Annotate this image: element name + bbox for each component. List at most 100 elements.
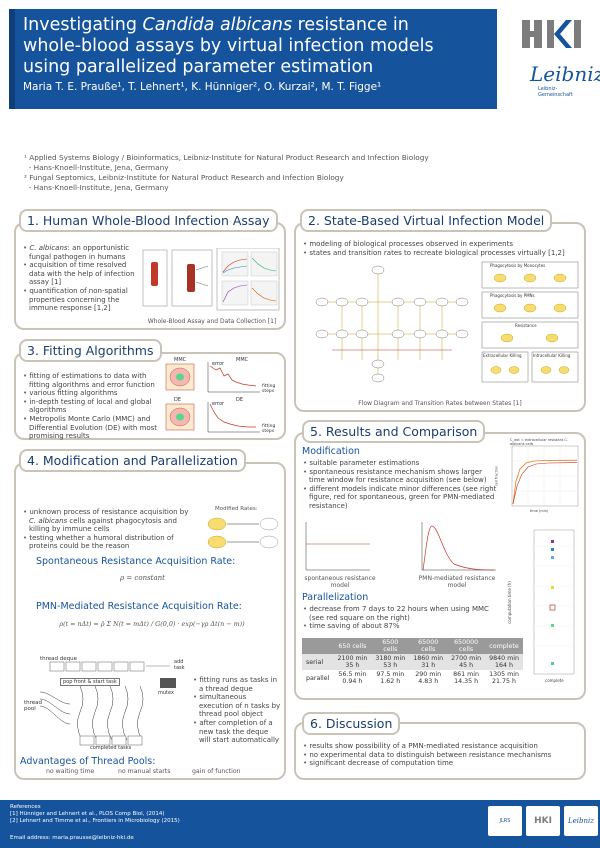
modification-heading: Modification xyxy=(302,446,360,457)
label-de-error: error xyxy=(212,401,225,407)
bullet: results show possibility of a PMN-mediat… xyxy=(302,742,582,751)
thread-deque-label: thread deque xyxy=(40,656,78,662)
title-part: resistance in xyxy=(292,15,409,35)
affiliation-line: - Hans-Knoell-Institute, Jena, Germany xyxy=(24,183,169,192)
whole-blood-assay-figure xyxy=(142,248,280,311)
table-cell: 56.5 min 0.94 h xyxy=(338,671,367,685)
resistance-plot-title: C_ext = extracellular resistant C. albic… xyxy=(510,438,568,446)
bullet: time saving of about 87% xyxy=(302,622,502,631)
header-accent xyxy=(9,9,15,109)
jlrs-logo: JLRS xyxy=(488,806,522,836)
advantage-2: no manual starts xyxy=(118,768,171,775)
section-5-title: 5. Results and Comparison xyxy=(302,420,486,443)
label-mmc: MMC xyxy=(174,357,187,363)
pmn-rate-heading: PMN-Mediated Resistance Acquisition Rate… xyxy=(36,601,242,612)
affiliation-line: ¹ Applied Systems Biology / Bioinformati… xyxy=(24,153,429,162)
species-name: C. albicans xyxy=(29,244,68,252)
bullet: different models indicate minor differen… xyxy=(302,485,498,511)
section-6-bullets: results show possibility of a PMN-mediat… xyxy=(302,742,582,768)
affiliation-line: - Hans-Knoell-Institute, Jena, Germany xyxy=(24,163,169,172)
section-3-title: 3. Fitting Algorithms xyxy=(19,339,162,362)
flow-diagram xyxy=(315,261,579,383)
affiliations: ¹ Applied Systems Biology / Bioinformati… xyxy=(24,153,429,193)
section-2-caption: Flow Diagram and Transition Rates betwee… xyxy=(358,400,522,407)
bullet: various fitting algorithms xyxy=(22,389,162,398)
bullet: Metropolis Monte Carlo (MMC) and Differe… xyxy=(22,415,162,441)
bullet: simultaneous execution of n tasks by thr… xyxy=(192,693,282,719)
fitting-figure xyxy=(165,362,260,433)
table-header xyxy=(302,638,334,654)
modified-rates-label: Modified Rates: xyxy=(215,506,258,512)
label-de: DE xyxy=(174,397,182,403)
footer-hki-logo: HKI xyxy=(526,806,560,836)
advantage-1: no waiting time xyxy=(46,768,95,775)
bullet: in-depth testing of local and global alg… xyxy=(22,398,162,415)
label-de-steps: fitting steps xyxy=(262,424,276,434)
thread-pool-diagram xyxy=(39,661,176,746)
bullet: no experimental data to distinguish betw… xyxy=(302,751,582,760)
pmn-plot xyxy=(421,522,496,571)
table-header: 65000 cells xyxy=(409,638,448,654)
title-line-3: using parallelized parameter estimation xyxy=(23,57,374,77)
bullet: modeling of biological processes observe… xyxy=(302,240,582,249)
modified-rates-diagram xyxy=(207,517,279,549)
affiliation-line: ² Fungal Septomics, Leibniz-Institute fo… xyxy=(24,173,344,182)
section-1-caption: Whole-Blood Assay and Data Collection [1… xyxy=(147,318,277,325)
bullet-text: : an opportunistic fungal pathogen in hu… xyxy=(29,244,130,261)
resistance-plot-ylabel: cell fraction xyxy=(494,465,499,487)
bullet: significant decrease of computation time xyxy=(302,759,582,768)
thread-pool-bullets: fitting runs as tasks in a thread deque … xyxy=(192,676,282,745)
label-mmc-steps: fitting steps xyxy=(262,384,276,394)
bullet: suitable parameter estimations xyxy=(302,459,498,468)
table-header: 650 cells xyxy=(333,638,372,654)
computation-time-xlabel: complete xyxy=(545,678,564,683)
parallelization-heading: Parallelization xyxy=(302,592,369,603)
leibniz-logo-sub: Leibniz-Gemeinschaft xyxy=(538,86,573,98)
section-2-title: 2. State-Based Virtual Infection Model xyxy=(300,209,553,232)
table-cell: 97.5 min 1.62 h xyxy=(376,671,405,685)
title-part: Investigating xyxy=(23,15,143,35)
spontaneous-plot xyxy=(305,522,370,571)
flow-box-label: Extracellular Killing xyxy=(483,353,522,358)
bullet: acquisition of time resolved data with t… xyxy=(22,261,138,287)
completed-tasks-label: completed tasks xyxy=(90,745,132,751)
computation-time-ylabel: computation time (h) xyxy=(506,581,512,624)
section-2-bullets: modeling of biological processes observe… xyxy=(302,240,582,257)
table-cell: 2700 min 45 h xyxy=(447,654,486,670)
footer-leibniz-logo: Leibniz xyxy=(564,806,598,836)
thread-pool-label: thread pool xyxy=(24,700,43,712)
flow-box-label: Phagocytosis by PMNs xyxy=(490,293,535,298)
bullet: C. albicans: an opportunistic fungal pat… xyxy=(22,244,138,261)
flow-box-label: Intracellular Killing xyxy=(533,353,571,358)
table-header: 6500 cells xyxy=(371,638,410,654)
table-cell: 9840 min 164 h xyxy=(485,654,523,670)
label-mmc-error: error xyxy=(212,361,225,367)
modification-bullets: suitable parameter estimations spontaneo… xyxy=(302,459,498,511)
references-heading: References xyxy=(10,804,41,810)
title-species: Candida albicans xyxy=(142,15,293,35)
table-cell: parallel xyxy=(306,674,330,682)
table-cell: 861 min 14.35 h xyxy=(453,671,480,685)
leibniz-logo: Leibniz xyxy=(530,62,600,86)
email-address: Email address: maria.prausse@leibniz-hki… xyxy=(10,835,134,841)
bullet-text: unknown process of resistance acquisitio… xyxy=(29,508,189,516)
bullet: testing whether a humoral distribution o… xyxy=(22,534,194,551)
authors: Maria T. E. Prauße¹, T. Lehnert¹, K. Hün… xyxy=(23,81,382,93)
hki-logo-icon xyxy=(522,20,581,48)
advantage-3: gain of function xyxy=(192,768,241,775)
table-header: complete xyxy=(485,638,523,654)
poster-title: Investigating Candida albicans resistanc… xyxy=(17,15,489,78)
label-de-title: DE xyxy=(236,397,244,403)
section-6-title: 6. Discussion xyxy=(302,712,401,735)
reference-2: [2] Lehnert and Timme et al., Frontiers … xyxy=(10,818,180,824)
bullet: spontaneous resistance mechanism shows l… xyxy=(302,468,498,485)
table-row: serial 2100 min 35 h 3180 min 53 h 1860 … xyxy=(302,654,523,670)
bullet: unknown process of resistance acquisitio… xyxy=(22,508,194,534)
table-header: 650000 cells xyxy=(447,638,486,654)
table-cell: 1860 min 31 h xyxy=(409,654,448,670)
spontaneous-rate-heading: Spontaneous Resistance Acquisition Rate: xyxy=(36,556,236,567)
bullet: decrease from 7 days to 22 hours when us… xyxy=(302,605,502,622)
computation-time-plot xyxy=(533,529,575,675)
table-cell: 1305 min 21.75 h xyxy=(489,671,519,685)
resistance-plot-xlabel: time (min) xyxy=(530,509,549,513)
